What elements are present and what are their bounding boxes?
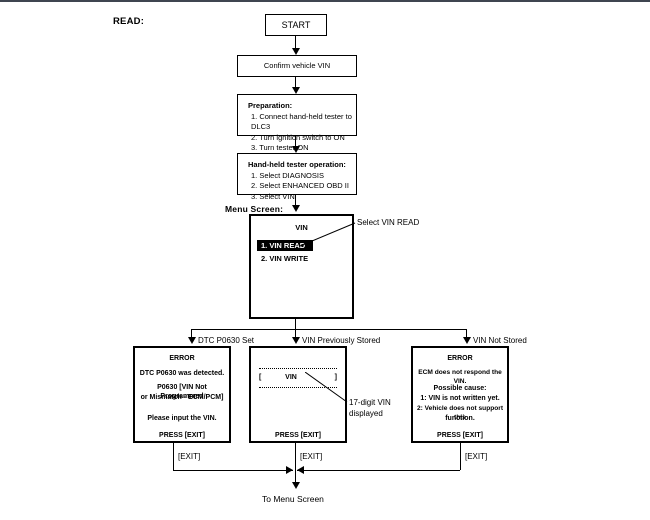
- tester-operation-step-1: 1. Select DIAGNOSIS: [251, 170, 324, 180]
- tester-operation-node: Hand-held tester operation: 1. Select DI…: [237, 153, 357, 201]
- branch-label-vin-not-stored: VIN Not Stored: [473, 336, 527, 345]
- exit-drop-right: [460, 443, 461, 470]
- not-stored-line2: Possible cause:: [433, 385, 487, 392]
- start-node: START: [265, 14, 327, 36]
- dtc-error-title: ERROR: [169, 355, 195, 362]
- arrowhead-menu: [292, 205, 300, 212]
- start-label: START: [281, 19, 311, 30]
- confirm-vin-node: Confirm vehicle VIN: [237, 55, 357, 77]
- connector-start-confirm: [295, 36, 296, 50]
- vin-dotted-bottom: [259, 387, 337, 388]
- vin-dotted-top: [259, 368, 337, 369]
- arrowhead-exit-left: [286, 466, 293, 474]
- branch-bus: [191, 329, 466, 330]
- vin-bracket-left: [: [259, 374, 262, 381]
- preparation-step-2: 2. Turn ignition switch to ON: [251, 132, 345, 142]
- vin-stored-press-exit: PRESS [EXIT]: [275, 432, 321, 439]
- connector-confirm-prep: [295, 77, 296, 89]
- menu-callout-leader: [300, 222, 356, 247]
- arrowhead-branch-center: [292, 337, 300, 344]
- branch-drop-center: [295, 329, 296, 340]
- not-stored-line3: 1: VIN is not written yet.: [420, 395, 500, 402]
- terminator-label: To Menu Screen: [262, 494, 324, 504]
- dtc-error-line1: DTC P0630 was detected.: [139, 370, 225, 377]
- menu-screen-title: VIN: [295, 223, 308, 232]
- vin-display-row: [ VIN ]: [259, 374, 337, 381]
- screen-vin-stored: [ VIN ] PRESS [EXIT]: [249, 346, 347, 443]
- tester-operation-title: Hand-held tester operation:: [248, 160, 346, 169]
- not-stored-line1: ECM does not respond the VIN.: [418, 369, 502, 385]
- exit-drop-left: [173, 443, 174, 470]
- exit-label-left: [EXIT]: [178, 452, 201, 461]
- preparation-node: Preparation: 1. Connect hand-held tester…: [237, 94, 357, 152]
- arrowhead-branch-right: [463, 337, 471, 344]
- not-stored-press-exit: PRESS [EXIT]: [437, 432, 483, 439]
- confirm-vin-label: Confirm vehicle VIN: [263, 60, 331, 70]
- connector-menu-branch: [295, 319, 296, 329]
- tester-operation-step-2: 2. Select ENHANCED OBD II: [251, 181, 349, 190]
- screen-dtc-error: ERROR DTC P0630 was detected. P0630 [VIN…: [133, 346, 231, 443]
- arrowhead-exit-right: [297, 466, 304, 474]
- not-stored-title: ERROR: [447, 355, 473, 362]
- preparation-step-3: 3. Turn tester ON: [251, 143, 309, 152]
- vin-value-label: VIN: [285, 374, 297, 381]
- preparation-title: Preparation:: [248, 101, 293, 110]
- dtc-error-line2: P0630 [VIN Not Programmed: [157, 384, 207, 400]
- exit-drop-center: [295, 443, 296, 485]
- exit-run-right: [297, 470, 460, 471]
- dtc-error-press-exit: PRESS [EXIT]: [159, 432, 205, 439]
- vin-callout-line1: 17-digit VIN: [349, 398, 391, 407]
- branch-label-dtc-set: DTC P0630 Set: [198, 336, 255, 345]
- branch-label-vin-stored: VIN Previously Stored: [302, 336, 381, 345]
- preparation-step-1: 1. Connect hand-held tester to DLC3: [251, 111, 352, 132]
- section-title-read: READ:: [113, 16, 145, 27]
- connector-tester-menu: [295, 195, 296, 207]
- menu-screen-label: Menu Screen:: [225, 204, 284, 214]
- tester-operation-step-3: 3. Select VIN: [251, 191, 295, 201]
- connector-prep-tester: [295, 136, 296, 148]
- branch-drop-right: [466, 329, 467, 340]
- exit-run-left: [173, 470, 293, 471]
- menu-item-vin-read[interactable]: 1. VIN READ: [257, 240, 314, 251]
- arrowhead-branch-left: [188, 337, 196, 344]
- vin-bracket-right: ]: [334, 374, 337, 381]
- menu-screen-node: VIN 1. VIN READ 2. VIN WRITE: [249, 214, 354, 319]
- vin-callout-leader: [305, 372, 348, 403]
- arrowhead-confirm: [292, 48, 300, 55]
- arrowhead-terminator: [292, 482, 300, 489]
- branch-drop-left: [191, 329, 192, 340]
- not-stored-line5: function.: [445, 415, 475, 422]
- screen-vin-not-stored: ERROR ECM does not respond the VIN. Poss…: [411, 346, 509, 443]
- arrowhead-tester: [292, 146, 300, 153]
- dtc-error-line3: or Mismatch - ECM/PCM]: [140, 394, 224, 401]
- arrowhead-prep: [292, 87, 300, 94]
- menu-callout-text: Select VIN READ: [357, 218, 420, 227]
- exit-label-right: [EXIT]: [465, 452, 488, 461]
- dtc-error-line4: Please input the VIN.: [147, 415, 217, 422]
- menu-item-vin-write[interactable]: 2. VIN WRITE: [261, 254, 309, 263]
- vin-callout-line2: displayed: [349, 409, 383, 418]
- not-stored-line4: 2: Vehicle does not support this: [416, 405, 504, 421]
- exit-label-center: [EXIT]: [300, 452, 323, 461]
